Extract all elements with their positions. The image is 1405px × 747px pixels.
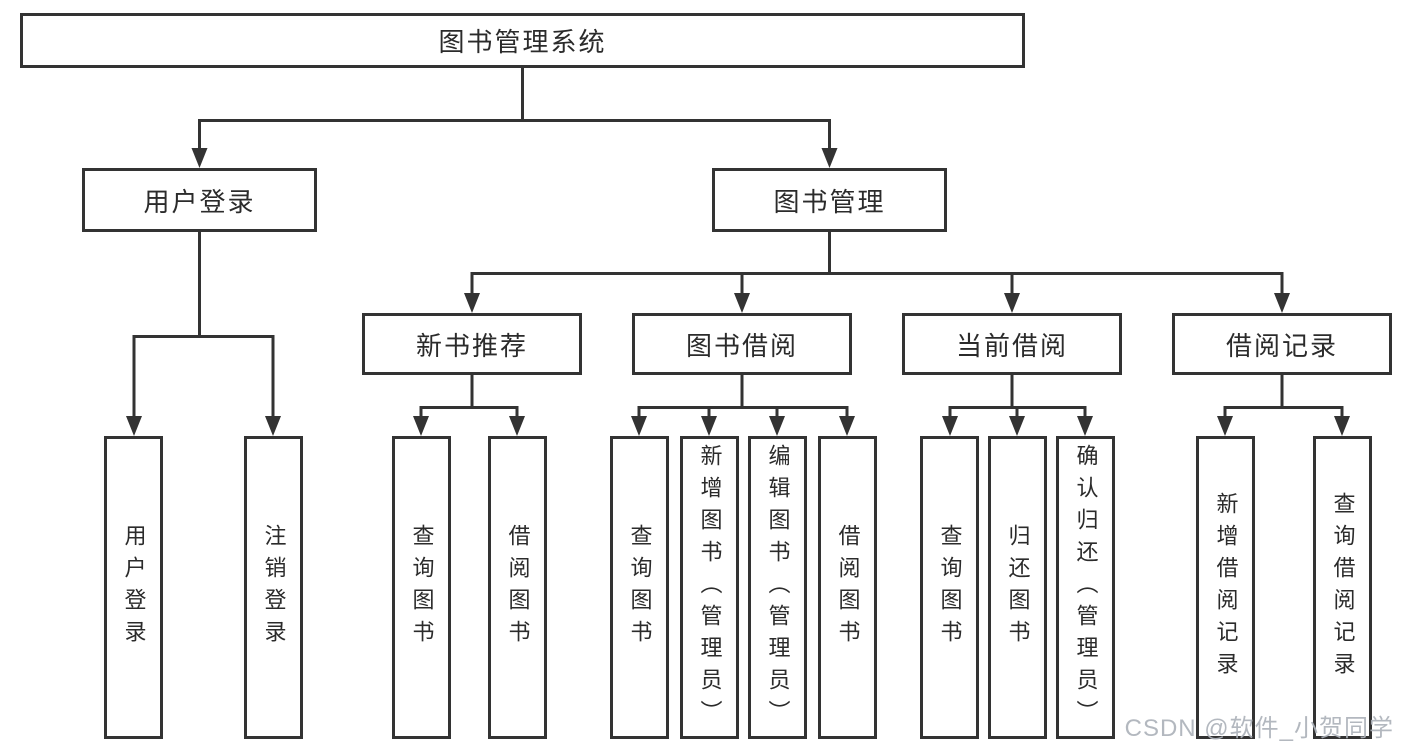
leaf-query-borrow-record: 查询借阅记录 (1313, 436, 1372, 739)
node-label: 查询图书 (627, 523, 653, 652)
node-new-book-recommend: 新书推荐 (362, 313, 582, 375)
connector-userlogin-to-leaves (132, 232, 275, 418)
connector-root-to-level2 (198, 68, 831, 150)
node-label: 新书推荐 (415, 330, 528, 361)
leaf-query-books-current: 查询图书 (920, 436, 979, 739)
node-label: 编辑图书（管理员） (765, 443, 791, 732)
arrowhead (942, 416, 958, 436)
arrowhead (191, 148, 208, 168)
node-book-management-branch: 图书管理 (712, 168, 947, 232)
arrowhead (126, 416, 142, 436)
arrowhead (464, 293, 480, 313)
csdn-watermark: CSDN @软件_小贺同学 (1124, 715, 1394, 742)
arrowhead (839, 416, 855, 436)
leaf-confirm-return-admin: 确认归还（管理员） (1056, 436, 1115, 739)
arrowhead (1217, 416, 1233, 436)
node-label: 注销登录 (261, 523, 287, 652)
leaf-edit-books-admin: 编辑图书（管理员） (748, 436, 807, 739)
arrowhead (631, 416, 647, 436)
arrowhead (1077, 416, 1093, 436)
connector-bookmgmt-to-level3 (470, 232, 1284, 295)
node-label: 新增图书（管理员） (697, 443, 723, 732)
connector-newbook-to-leaves (419, 375, 519, 418)
node-label: 归还图书 (1005, 523, 1031, 652)
node-label: 查询图书 (409, 523, 435, 652)
leaf-logout: 注销登录 (244, 436, 303, 739)
node-label: 新增借阅记录 (1213, 491, 1239, 684)
connector-borrow-to-leaves (637, 375, 849, 418)
leaf-add-borrow-record: 新增借阅记录 (1196, 436, 1255, 739)
arrowhead (265, 416, 281, 436)
arrowhead (701, 416, 717, 436)
arrowhead (769, 416, 785, 436)
node-label: 查询借阅记录 (1330, 491, 1356, 684)
node-label: 用户登录 (143, 186, 256, 217)
node-label: 图书借阅 (685, 330, 798, 361)
node-label: 查询图书 (937, 523, 963, 652)
node-library-management-system: 图书管理系统 (20, 13, 1025, 68)
node-user-login-branch: 用户登录 (82, 168, 317, 232)
node-label: 确认归还（管理员） (1073, 443, 1099, 732)
leaf-borrow-books-recommend: 借阅图书 (488, 436, 547, 739)
node-label: 图书管理 (773, 186, 886, 217)
arrowhead (821, 148, 838, 168)
leaf-add-books-admin: 新增图书（管理员） (680, 436, 739, 739)
arrowhead (1009, 416, 1025, 436)
leaf-query-books-borrow: 查询图书 (610, 436, 669, 739)
arrowheads (126, 148, 1350, 436)
leaf-return-books: 归还图书 (988, 436, 1047, 739)
arrowhead (1334, 416, 1350, 436)
arrowhead (1274, 293, 1290, 313)
connector-current-to-leaves (948, 375, 1087, 418)
arrowhead (509, 416, 525, 436)
leaf-query-books-recommend: 查询图书 (392, 436, 451, 739)
node-label: 借阅记录 (1225, 330, 1338, 361)
arrowhead (1004, 293, 1020, 313)
leaf-borrow-books: 借阅图书 (818, 436, 877, 739)
connector-record-to-leaves (1223, 375, 1344, 418)
node-label: 图书管理系统 (438, 27, 607, 57)
leaf-user-login: 用户登录 (104, 436, 163, 739)
arrowhead (413, 416, 429, 436)
node-label: 用户登录 (121, 523, 147, 652)
node-current-borrow: 当前借阅 (902, 313, 1122, 375)
node-label: 借阅图书 (505, 523, 531, 652)
arrowhead (734, 293, 750, 313)
node-label: 借阅图书 (835, 523, 861, 652)
node-book-borrow: 图书借阅 (632, 313, 852, 375)
node-borrow-record: 借阅记录 (1172, 313, 1392, 375)
node-label: 当前借阅 (955, 330, 1068, 361)
